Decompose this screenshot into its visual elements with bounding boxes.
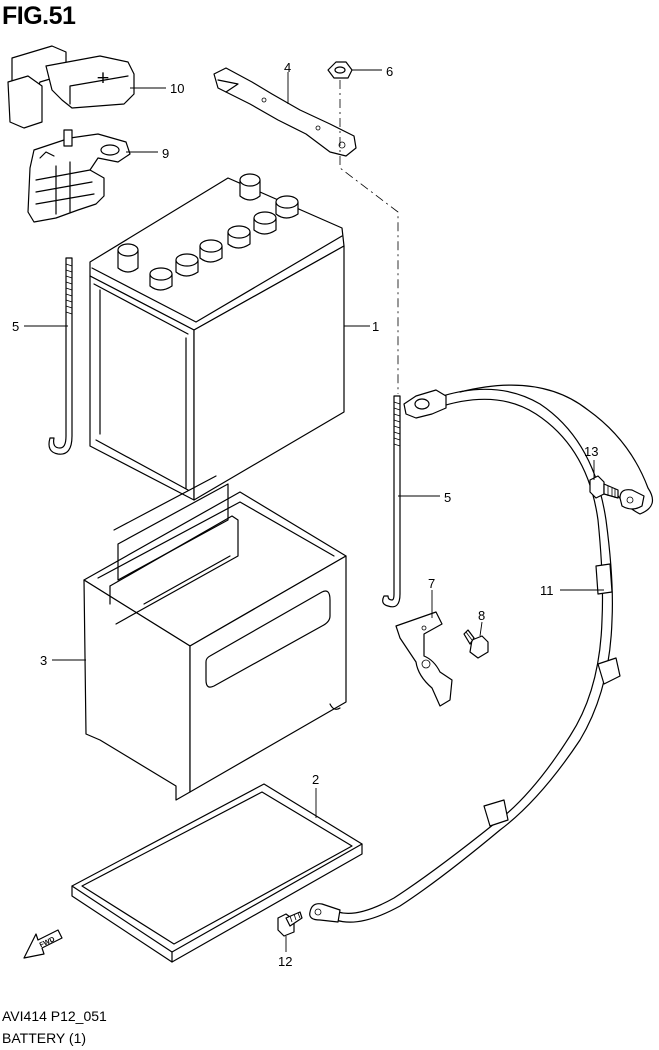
figure-code: AVI414 P12_051	[2, 1008, 107, 1024]
bolt-12-part	[277, 911, 303, 937]
callout-6: 6	[386, 64, 393, 79]
figure-name: BATTERY (1)	[2, 1030, 87, 1046]
terminal-plus-symbol: +	[96, 68, 110, 88]
fuse-holder-part	[27, 129, 131, 223]
callout-numbers: 10 9 4 6 1 5 5 13 7 8 11 3 2 12	[12, 60, 598, 969]
callout-3: 3	[40, 653, 47, 668]
callout-7: 7	[428, 576, 435, 591]
callout-4: 4	[284, 60, 291, 75]
bracket-7-part	[395, 611, 453, 707]
battery-tray-part	[83, 475, 347, 801]
callout-11: 11	[540, 583, 554, 598]
figure-title: FIG.51	[2, 2, 76, 30]
j-bolt-left-part	[48, 257, 73, 455]
callout-13: 13	[584, 444, 598, 459]
battery-part	[89, 173, 345, 501]
leader-lines	[24, 69, 604, 952]
hold-down-bracket-part	[213, 67, 357, 157]
callout-5-left: 5	[12, 319, 19, 334]
bolt-8-part	[463, 629, 489, 659]
battery-cable-part	[309, 384, 654, 923]
bolt-13-part	[589, 475, 619, 499]
callout-5-right: 5	[444, 490, 451, 505]
callout-1: 1	[372, 319, 379, 334]
callout-12: 12	[278, 954, 292, 969]
callout-10: 10	[170, 81, 184, 96]
j-bolt-right-part	[382, 395, 401, 608]
callout-8: 8	[478, 608, 485, 623]
terminal-cover-part: +	[7, 45, 135, 129]
fwd-arrow-icon: FWD	[23, 929, 63, 959]
battery-plate-part	[71, 783, 363, 963]
callout-2: 2	[312, 772, 319, 787]
callout-9: 9	[162, 146, 169, 161]
flange-nut-part	[327, 61, 353, 79]
